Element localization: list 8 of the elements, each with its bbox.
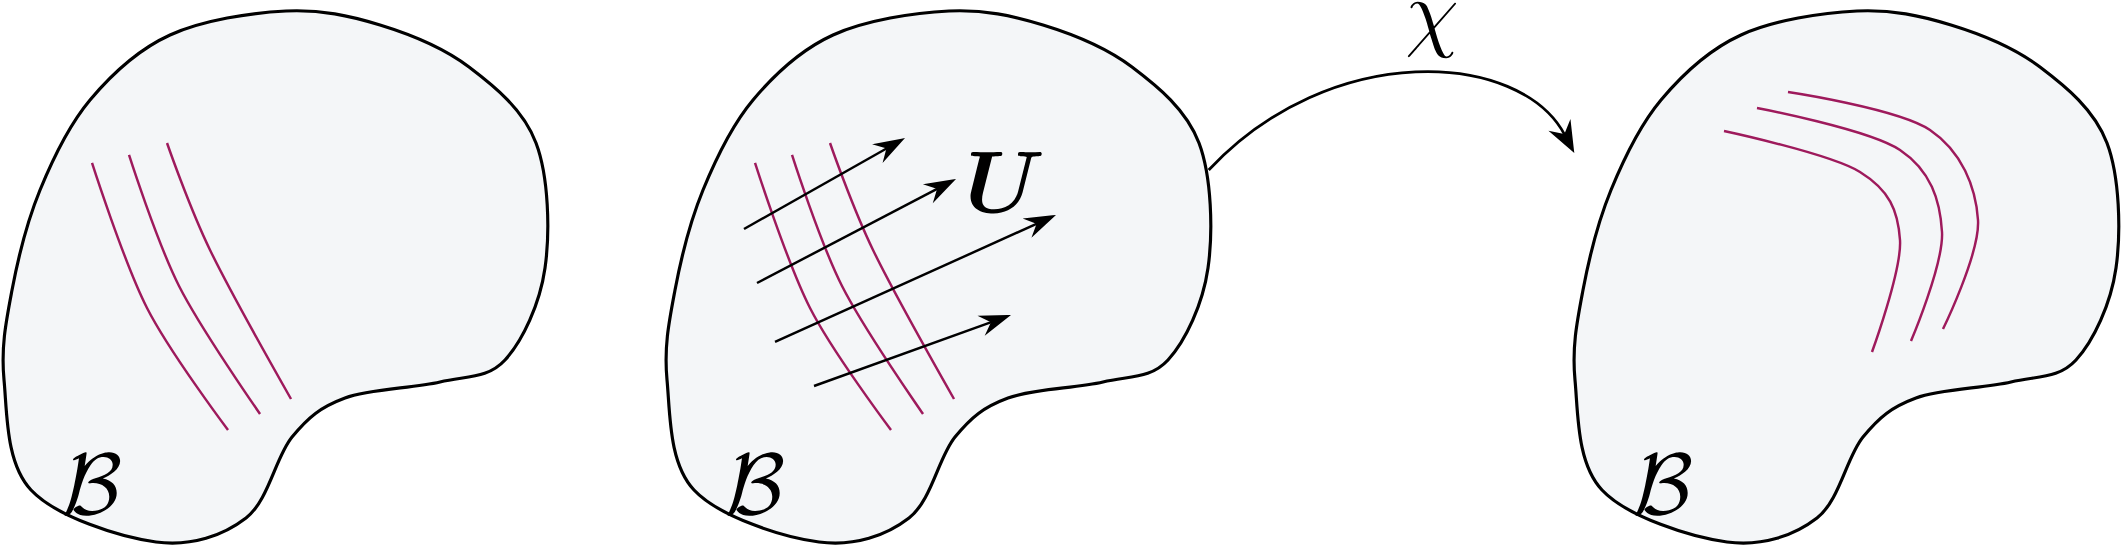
vector-label: $\boldsymbol{U}$ xyxy=(970,152,1042,214)
body-label: $\mathcal{B}$ xyxy=(727,452,784,516)
edge-label: $\chi$ xyxy=(1407,1,1457,59)
body-shape xyxy=(1572,9,2121,545)
body-shape xyxy=(1,9,550,545)
body-shape xyxy=(664,9,1213,545)
body-label: $\mathcal{B}$ xyxy=(64,452,121,516)
body-label: $\mathcal{B}$ xyxy=(1635,452,1692,516)
